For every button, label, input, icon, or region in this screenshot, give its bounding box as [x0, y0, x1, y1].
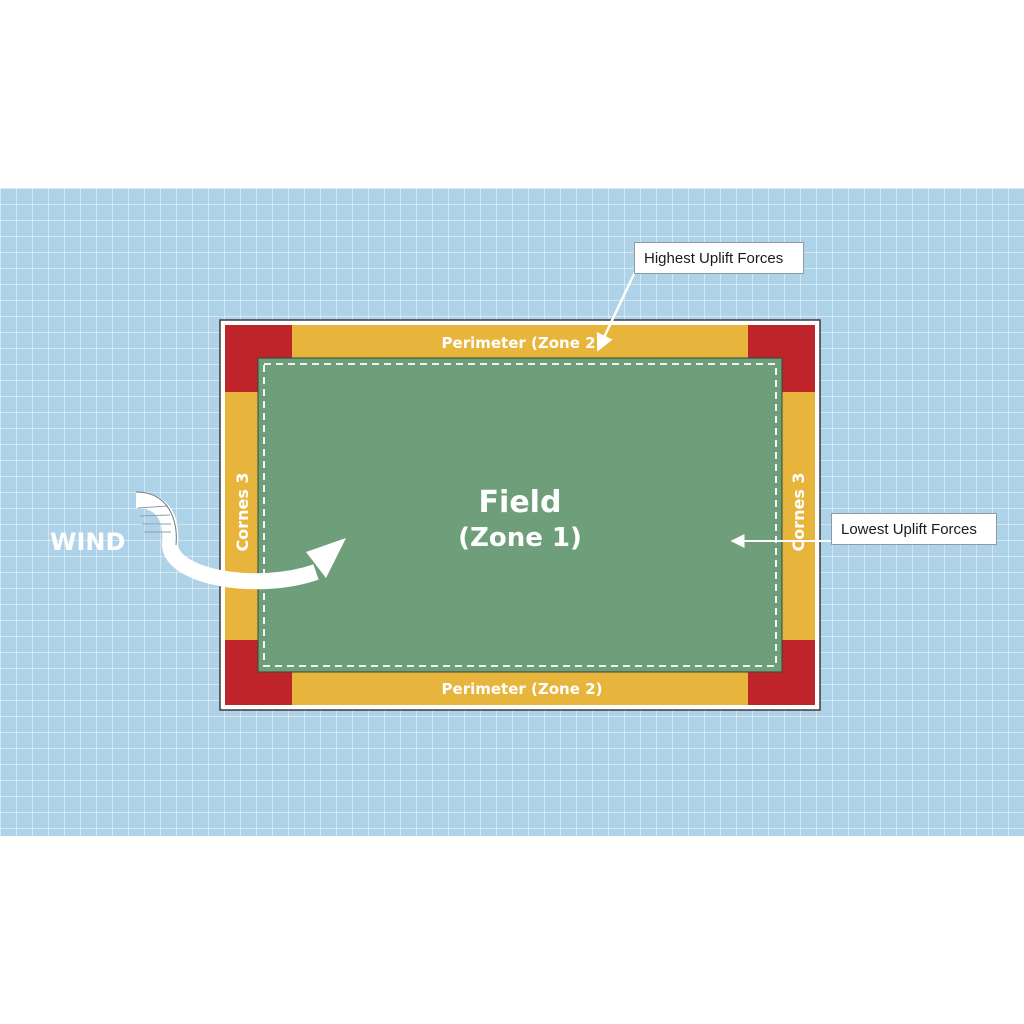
- callout-highest-uplift: Highest Uplift Forces: [634, 242, 804, 274]
- perimeter-bottom-strip: [292, 672, 748, 705]
- corner-right-label: Cornes 3: [789, 472, 808, 551]
- field-zone: [257, 357, 783, 673]
- wind-arrow-icon: [135, 491, 346, 590]
- wind-label: WIND: [50, 528, 125, 556]
- corner-left-label: Cornes 3: [233, 472, 252, 551]
- perimeter-bottom-label: Perimeter (Zone 2): [442, 680, 603, 698]
- field-dashed-border: [263, 363, 777, 667]
- leader-highest-arrow: [596, 271, 637, 352]
- field-title: Field: [479, 485, 562, 520]
- field-zone-label: (Zone 1): [458, 523, 582, 553]
- perimeter-top-label: Perimeter (Zone 2): [442, 334, 603, 352]
- callout-lowest-uplift: Lowest Uplift Forces: [831, 513, 997, 545]
- perimeter-right-strip: [782, 392, 815, 640]
- perimeter-top-strip: [292, 325, 748, 360]
- perimeter-left-strip: [225, 392, 258, 640]
